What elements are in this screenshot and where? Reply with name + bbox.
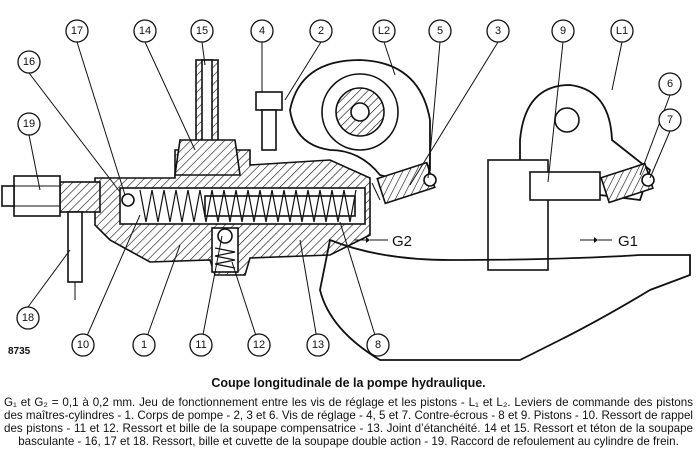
gap-dimension-g1: G1	[580, 233, 638, 250]
figure-caption: Coupe longitudinale de la pompe hydrauli…	[0, 372, 697, 471]
svg-text:16: 16	[23, 56, 35, 68]
hydraulic-pump-cross-section-diagram: G2 G1 19 16 17 14 15 4 2 L2 5 3	[1, 19, 691, 361]
adjusting-screw-3-and-locknut-5	[371, 161, 437, 205]
svg-text:9: 9	[560, 25, 566, 37]
caption-body: G₁ et G₂ = 0,1 à 0,2 mm. Jeu de fonction…	[4, 396, 693, 448]
callout-4: 4	[250, 19, 274, 43]
piston-return-spring	[139, 189, 357, 223]
callout-15: 15	[190, 19, 214, 43]
lever-l2	[289, 59, 431, 181]
figure-reference-code: 8735	[8, 346, 31, 357]
pedal-arm	[319, 238, 691, 361]
svg-text:19: 19	[23, 118, 35, 130]
svg-text:15: 15	[196, 25, 208, 37]
svg-text:18: 18	[22, 312, 34, 324]
svg-text:12: 12	[253, 339, 265, 351]
svg-text:11: 11	[195, 339, 206, 351]
svg-text:8: 8	[375, 339, 381, 351]
lever-l1	[519, 84, 655, 204]
callout-l2: L2	[372, 19, 396, 43]
callout-10: 10	[71, 333, 95, 357]
svg-text:L2: L2	[378, 25, 390, 37]
svg-text:6: 6	[667, 78, 673, 90]
svg-text:5: 5	[437, 25, 443, 37]
double-action-valve-assembly	[1, 175, 135, 300]
callout-5: 5	[428, 19, 452, 43]
svg-text:7: 7	[667, 114, 673, 126]
callout-14: 14	[133, 19, 157, 43]
callout-13: 13	[306, 333, 330, 357]
caption-title: Coupe longitudinale de la pompe hydrauli…	[211, 376, 486, 390]
callout-l1: L1	[610, 19, 634, 43]
callout-12: 12	[247, 333, 271, 357]
callout-2: 2	[309, 19, 333, 43]
svg-text:3: 3	[495, 25, 501, 37]
svg-text:L1: L1	[616, 25, 628, 37]
callout-leaders	[27, 41, 671, 346]
callout-8: 8	[366, 333, 390, 357]
svg-text:4: 4	[259, 25, 265, 37]
callout-7: 7	[658, 108, 682, 132]
callout-17: 17	[65, 19, 89, 43]
svg-text:2: 2	[318, 25, 324, 37]
piston-9-housing	[487, 159, 601, 271]
svg-text:17: 17	[71, 25, 83, 37]
svg-text:13: 13	[312, 339, 324, 351]
callout-3: 3	[486, 19, 510, 43]
gap-dimension-g2: G2	[354, 233, 412, 250]
adjusting-screw-4	[255, 70, 283, 151]
gap-label-g1: G1	[618, 233, 638, 250]
gap-label-g2: G2	[392, 233, 412, 250]
callout-11: 11	[189, 333, 213, 357]
svg-text:14: 14	[139, 25, 151, 37]
callout-18: 18	[16, 306, 40, 330]
callout-19: 19	[17, 112, 41, 136]
callout-6: 6	[658, 72, 682, 96]
callout-9: 9	[551, 19, 575, 43]
callout-16: 16	[17, 50, 41, 74]
tilting-valve-assembly	[174, 59, 241, 176]
svg-text:10: 10	[77, 339, 89, 351]
svg-text:1: 1	[141, 339, 147, 351]
callout-1: 1	[132, 333, 156, 357]
